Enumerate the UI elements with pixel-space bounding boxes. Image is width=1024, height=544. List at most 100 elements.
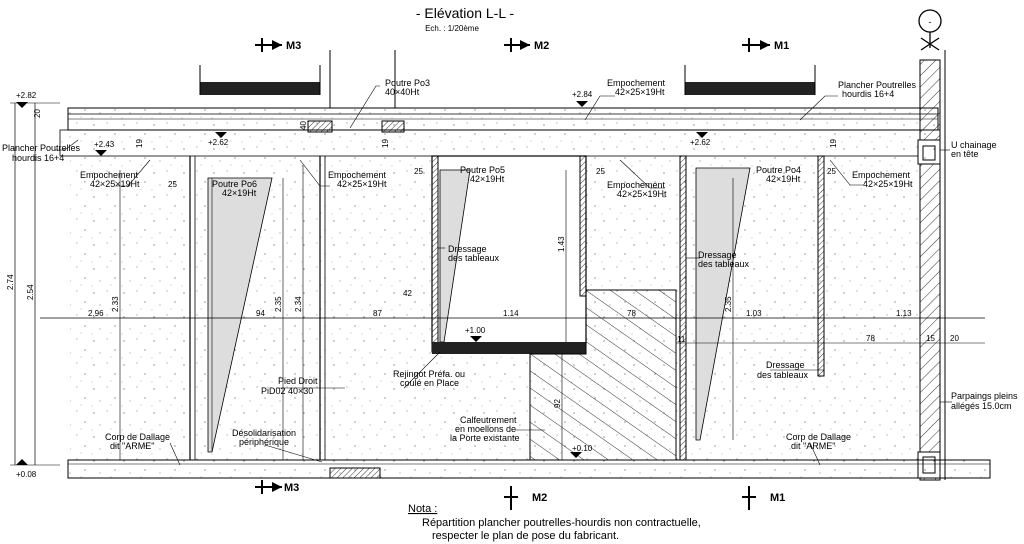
dim-78-a: 78: [627, 309, 636, 318]
level-beam-left: +2.62: [208, 138, 229, 147]
dim-92: 92: [553, 399, 562, 408]
label-dallage-left-2: dit "ARME": [110, 441, 154, 451]
level-hourdis-left: +2.43: [94, 140, 115, 149]
dim-42: 42: [403, 289, 412, 298]
dim-20: 20: [33, 109, 42, 118]
parpaings-wall: [919, 59, 941, 481]
axis-m2-top: [504, 38, 530, 52]
level-marker: [215, 132, 227, 138]
axis-m3-top-label: M3: [286, 40, 301, 52]
poutre-po3-right: [381, 120, 405, 133]
dim-2-35-b: 2.35: [724, 296, 733, 312]
dim-78-b: 78: [866, 334, 875, 343]
level-top-left: +2.82: [16, 91, 37, 100]
dim-2-74: 2.74: [6, 274, 15, 290]
axis-m1-top-label: M1: [774, 40, 789, 52]
label-calf-3: la Porte existante: [450, 433, 520, 443]
dim-2-33: 2.33: [111, 296, 120, 312]
nota-line-1: Répartition plancher poutrelles-hourdis …: [422, 517, 701, 529]
drawing-title: - Elévation L-L -: [416, 5, 515, 21]
label-emp-top-1: Empochement: [607, 78, 666, 88]
label-dressage3-2: des tableaux: [757, 370, 809, 380]
dim-2-96: 2.96: [88, 309, 104, 318]
label-plancher-left-1: Plancher Poutrelles: [2, 143, 81, 153]
dim-2-35-a: 2.35: [274, 296, 283, 312]
label-dallage-left-1: Corp de Dallage: [105, 432, 170, 442]
axis-m1-bottom: [742, 486, 756, 510]
label-po4-1: Poutre Po4: [756, 165, 801, 175]
label-po4-2: 42×19Ht: [766, 174, 801, 184]
label-plancher-left-2: hourdis 16+4: [12, 153, 64, 163]
dim-1-43: 1.43: [557, 236, 566, 252]
axis-m2-bottom: [504, 486, 518, 510]
axis-m2-top-label: M2: [534, 40, 549, 52]
dim-1-03: 1.03: [746, 309, 762, 318]
nota-line-2: respecter le plan de pose du fabricant.: [432, 530, 619, 542]
dim-19-c: 19: [829, 139, 838, 148]
floor-slab: [59, 107, 941, 157]
opening-m3: [189, 156, 326, 460]
drawing-scale: Ech. : 1/20ème: [425, 24, 479, 33]
beam-section-left: [200, 82, 320, 95]
level-threshold: +0.10: [572, 444, 593, 453]
label-pied-2: PiD02 40×30: [261, 386, 313, 396]
ground-slab: [67, 459, 991, 479]
label-po5-1: Poutre Po5: [460, 165, 505, 175]
level-marker: [16, 459, 28, 465]
dim-20-b: 20: [950, 334, 959, 343]
dim-40: 40: [299, 121, 308, 130]
axis-m3-bottom-label: M3: [284, 482, 299, 494]
axis-m3-bottom: [255, 480, 282, 494]
section-symbol: [918, 9, 942, 51]
level-marker: [570, 452, 582, 458]
label-parpaings-1: Parpaings pleins: [951, 391, 1018, 401]
calfeutrement: [529, 289, 677, 461]
nota-title: Nota :: [408, 503, 437, 515]
dim-25-d: 25: [827, 167, 836, 176]
label-po6-2: 42×19Ht: [222, 188, 257, 198]
label-parpaings-2: allégés 15.0cm: [951, 401, 1012, 411]
axis-m3-top: [255, 38, 282, 52]
section-symbol-label: -: [929, 17, 932, 27]
label-emp-m3-1: Empochement: [328, 170, 387, 180]
level-top-mid: +2.84: [572, 90, 593, 99]
label-chainage-2: en tête: [951, 149, 979, 159]
label-rejingot-1: Rejingot Préfa. ou: [393, 369, 465, 379]
label-dallage-right-2: dit "ARME": [791, 441, 835, 451]
label-calf-1: Calfeutrement: [460, 415, 517, 425]
dim-15: 15: [926, 334, 935, 343]
dim-25-a: 25: [168, 180, 177, 189]
label-dallage-right-1: Corp de Dallage: [786, 432, 851, 442]
label-po3-2: 40×40Ht: [385, 87, 420, 97]
dim-2-34: 2.34: [294, 296, 303, 312]
level-marker: [576, 101, 588, 107]
label-emp-left-2: 42×25×19Ht: [90, 179, 140, 189]
label-dressage2-1: Dressage: [698, 250, 737, 260]
opening-m1: [679, 155, 825, 461]
dim-1-14: 1.14: [503, 309, 519, 318]
label-emp-left-1: Empochement: [80, 170, 139, 180]
dim-1-13: 1.13: [896, 309, 912, 318]
rejingot: [432, 342, 586, 354]
label-po3-1: Poutre Po3: [385, 78, 430, 88]
label-dressage1-2: des tableaux: [448, 253, 500, 263]
label-dressage1-1: Dressage: [448, 244, 487, 254]
label-calf-2: en moellons de: [455, 424, 516, 434]
dim-25-b: 25: [414, 167, 423, 176]
label-desol-1: Désolidarisation: [232, 428, 296, 438]
label-emp-right-2: 42×25×19Ht: [863, 179, 913, 189]
label-emp-m2r-1: Empochement: [607, 180, 666, 190]
label-po5-2: 42×19Ht: [470, 174, 505, 184]
axis-m1-top: [742, 38, 770, 52]
label-chainage-1: U chainage: [951, 140, 997, 150]
level-marker: [470, 336, 482, 342]
level-marker: [696, 132, 708, 138]
label-dressage3-1: Dressage: [766, 360, 805, 370]
label-plancher-right-1: Plancher Poutrelles: [838, 80, 917, 90]
dim-19-b: 19: [381, 139, 390, 148]
axis-m1-bottom-label: M1: [770, 492, 785, 504]
level-beam-right: +2.62: [690, 138, 711, 147]
dim-19-a: 19: [135, 139, 144, 148]
